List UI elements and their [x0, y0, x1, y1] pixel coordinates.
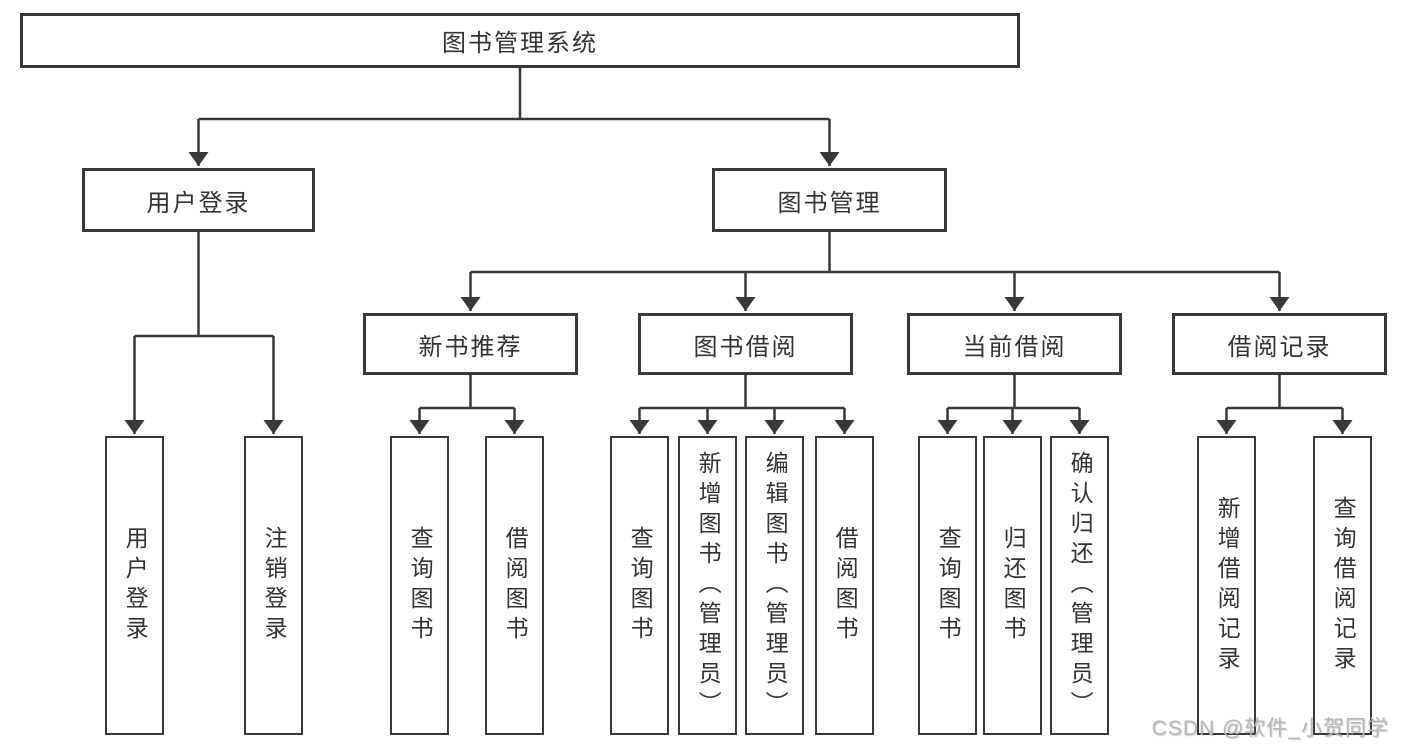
connector-current-borrow-children	[937, 375, 1090, 434]
leaf-label: 查询图书	[627, 525, 654, 646]
leaf-label: 查询图书	[407, 525, 434, 646]
connector-user-login-children	[124, 232, 284, 434]
node-leaf-query-borrow-record: 查询借阅记录	[1313, 436, 1372, 735]
node-system-root: 图书管理系统	[20, 13, 1020, 68]
connector-new-books-children	[409, 375, 525, 434]
leaf-label: 用户登录	[122, 525, 149, 646]
connector-borrow-records-children	[1216, 375, 1353, 434]
node-user-login: 用户登录	[82, 168, 315, 232]
leaf-label: 借阅图书	[502, 525, 529, 646]
connector-root-to-level2	[188, 68, 840, 166]
leaf-label: 确认归还（管理员）	[1067, 450, 1094, 721]
node-leaf-borrow-books-1: 借阅图书	[485, 436, 544, 735]
connector-book-mgmt-children	[460, 232, 1290, 311]
leaf-label: 编辑图书（管理员）	[762, 450, 789, 721]
leaf-label: 新增图书（管理员）	[695, 450, 722, 721]
node-leaf-query-books-2: 查询图书	[610, 436, 669, 735]
node-leaf-add-borrow-record: 新增借阅记录	[1197, 436, 1256, 735]
node-book-mgmt: 图书管理	[712, 168, 947, 232]
node-leaf-borrow-books-2: 借阅图书	[815, 436, 874, 735]
node-new-books: 新书推荐	[363, 313, 578, 375]
node-leaf-user-login: 用户登录	[105, 436, 164, 735]
leaf-label: 借阅图书	[832, 525, 859, 646]
leaf-label: 查询借阅记录	[1330, 495, 1357, 676]
node-leaf-logout: 注销登录	[244, 436, 303, 735]
node-leaf-add-books-admin: 新增图书（管理员）	[678, 436, 737, 735]
leaf-label: 查询图书	[935, 525, 962, 646]
csdn-watermark: CSDN @软件_小贺同学	[1151, 717, 1389, 740]
node-leaf-confirm-return-admin: 确认归还（管理员）	[1050, 436, 1109, 735]
leaf-label: 新增借阅记录	[1214, 495, 1241, 676]
node-borrow-records: 借阅记录	[1172, 313, 1387, 375]
node-leaf-edit-books-admin: 编辑图书（管理员）	[745, 436, 804, 735]
connector-book-borrow-children	[629, 375, 855, 434]
node-current-borrow: 当前借阅	[907, 313, 1122, 375]
leaf-label: 归还图书	[1000, 525, 1027, 646]
node-book-borrow: 图书借阅	[638, 313, 853, 375]
node-leaf-query-books-1: 查询图书	[390, 436, 449, 735]
node-leaf-query-books-3: 查询图书	[918, 436, 977, 735]
leaf-label: 注销登录	[261, 525, 288, 646]
node-leaf-return-books: 归还图书	[983, 436, 1042, 735]
